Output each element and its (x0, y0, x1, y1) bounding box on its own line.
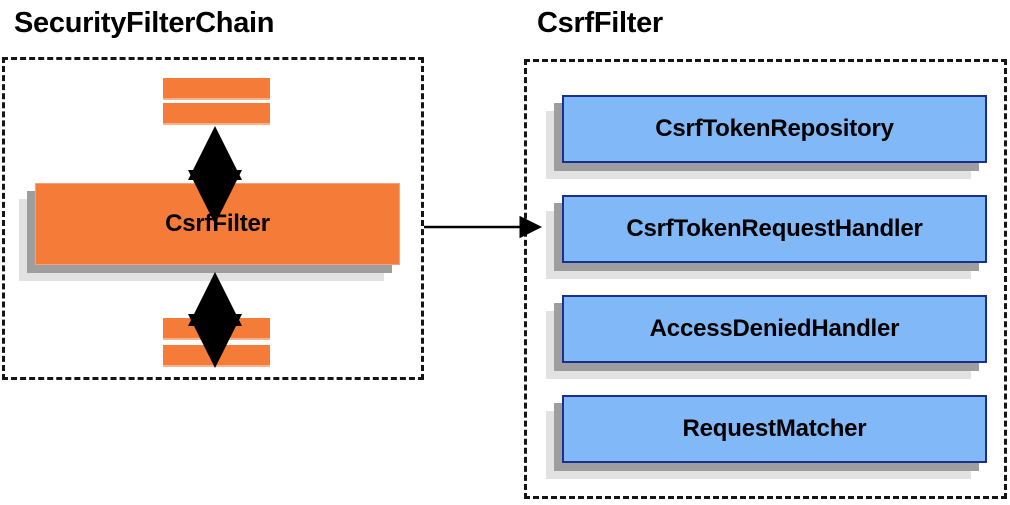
security-filter-chain-group (2, 57, 424, 380)
csrf-filter-collaborators-group (524, 59, 1007, 499)
collaborator-node-label: RequestMatcher (562, 395, 987, 463)
collaborator-node-label: CsrfTokenRepository (562, 95, 987, 163)
left-panel-title: SecurityFilterChain (14, 7, 275, 39)
filter-bar-below-2 (163, 345, 270, 367)
filter-bar-above-2 (163, 103, 270, 125)
collaborator-node-csrftokenrepository[interactable]: CsrfTokenRepository (546, 95, 987, 179)
csrf-filter-node[interactable]: CsrfFilter (19, 183, 400, 281)
csrf-filter-node-label: CsrfFilter (35, 183, 400, 265)
collaborator-node-label: CsrfTokenRequestHandler (562, 195, 987, 263)
collaborator-node-csrftokenrequesthandler[interactable]: CsrfTokenRequestHandler (546, 195, 987, 279)
collaborator-node-accessdeniedhandler[interactable]: AccessDeniedHandler (546, 295, 987, 379)
collaborator-node-label: AccessDeniedHandler (562, 295, 987, 363)
filter-bar-above-1 (163, 78, 270, 100)
filter-bar-below-1 (163, 318, 270, 340)
collaborator-node-requestmatcher[interactable]: RequestMatcher (546, 395, 987, 479)
right-panel-title: CsrfFilter (537, 7, 663, 39)
